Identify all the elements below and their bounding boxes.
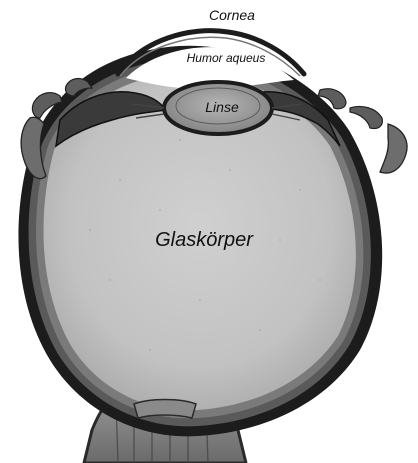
label-humor-aqueus: Humor aqueus xyxy=(187,51,266,65)
label-glaskoerper: Glaskörper xyxy=(155,229,254,251)
optic-disc xyxy=(134,400,196,419)
extraocular-muscle-right xyxy=(380,124,407,173)
label-cornea: Cornea xyxy=(209,7,255,23)
label-linse: Linse xyxy=(205,99,239,115)
